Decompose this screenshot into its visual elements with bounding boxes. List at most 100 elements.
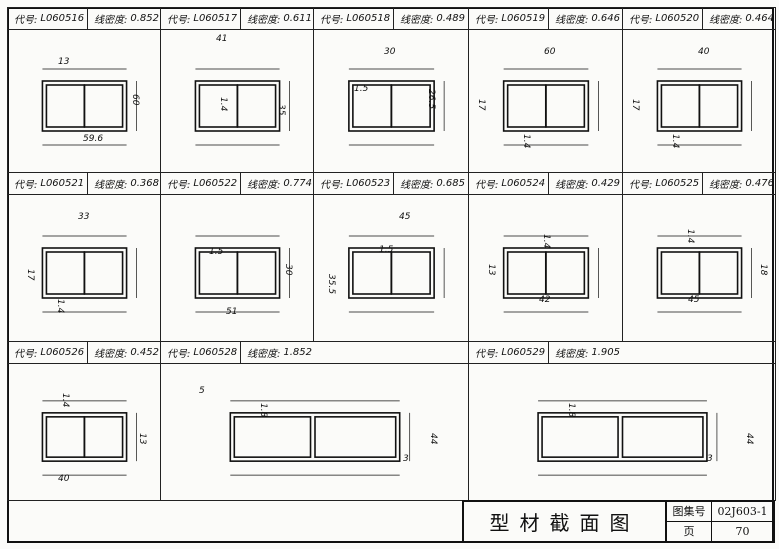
profile-section-drawing: 33 17 1.4: [25, 212, 137, 314]
linear-density: 线密度:1.852: [247, 347, 313, 360]
profile-section-drawing: 51.8443101.6: [199, 386, 438, 476]
dimension-label: 42: [539, 295, 551, 305]
dimension-label: 1.8: [258, 403, 268, 418]
dimension-label: 13: [58, 57, 70, 67]
linear-density: 线密度:1.905: [555, 347, 621, 360]
dimension-lines: [348, 68, 445, 146]
linear-density: 线密度:0.452: [94, 347, 160, 360]
linear-density: 线密度:0.368: [94, 178, 160, 191]
profile-code: 代号:L060520: [623, 8, 703, 29]
profile-header: 代号:L060524 线密度:0.429: [469, 173, 622, 195]
profile-header: 代号:L060521 线密度:0.368: [8, 173, 160, 195]
profile-outline: [41, 80, 128, 132]
profile-code: 代号:L060525: [623, 173, 703, 194]
profile-panel-L060529: 代号:L060529 线密度:1.905 1.8443101.6: [468, 341, 776, 501]
profile-section-drawing: 1.4 18 45: [656, 229, 768, 313]
dimension-lines: [503, 68, 599, 146]
dimension-label: 1.4: [218, 97, 228, 112]
dimension-label: 1.4: [541, 234, 551, 249]
profile-outline: [656, 247, 743, 299]
profile-header: 代号:L060528 线密度:1.852: [161, 342, 468, 364]
profile-code: 代号:L060521: [8, 173, 88, 194]
dimension-lines: [503, 235, 599, 313]
dimension-lines: [230, 400, 411, 476]
dimension-label: 60: [544, 47, 556, 57]
linear-density: 线密度:0.611: [247, 13, 313, 26]
linear-density: 线密度:0.685: [400, 178, 466, 191]
dimension-label: 1.4: [55, 299, 65, 314]
profile-code: 代号:L060524: [469, 173, 549, 194]
dimension-label: 1.5: [354, 84, 369, 94]
dimension-label: 5: [199, 386, 205, 396]
profile-code: 代号:L060518: [314, 8, 394, 29]
dimension-label: 1.4: [670, 134, 680, 149]
profile-outline: [502, 247, 590, 299]
dimension-label: 30: [283, 264, 293, 276]
profile-outline: [502, 80, 590, 132]
profile-header: 代号:L060523 线密度:0.685: [314, 173, 468, 195]
profile-section-drawing: 1.8443101.6: [537, 400, 754, 476]
profile-panel-L060521: 代号:L060521 线密度:0.368 33 17 1.4: [7, 172, 161, 342]
dimension-label: 1.4: [60, 393, 70, 408]
profile-header: 代号:L060516 线密度:0.852: [8, 8, 160, 30]
profile-code: 代号:L060522: [161, 173, 241, 194]
profile-header: 代号:L060519 线密度:0.646: [469, 8, 622, 30]
dimension-label: 17: [25, 269, 35, 281]
dimension-label: 45: [688, 295, 700, 305]
dimension-label: 26.5: [426, 89, 436, 109]
profile-panel-L060528: 代号:L060528 线密度:1.852 51.8443101.6: [160, 341, 469, 501]
profile-panel-L060522: 代号:L060522 线密度:0.774 1.5 30 51: [160, 172, 314, 342]
profile-header: 代号:L060526 线密度:0.452: [8, 342, 160, 364]
dimension-label: 33: [78, 212, 90, 222]
profile-panel-L060525: 代号:L060525 线密度:0.476 1.4 18 45: [622, 172, 776, 342]
linear-density: 线密度:0.476: [709, 178, 775, 191]
profile-outline: [348, 247, 435, 299]
profile-section-drawing: 30 1.5 26.5: [348, 47, 445, 146]
dimension-label: 17: [476, 99, 486, 111]
dimension-label: 1.4: [521, 134, 531, 149]
dimension-label: 60: [130, 94, 140, 106]
page-number: 70: [735, 524, 750, 538]
dimension-lines: [195, 68, 290, 146]
dimension-label: 40: [58, 474, 70, 484]
dimension-label: 18: [758, 264, 768, 276]
profile-outline: [41, 247, 128, 299]
dimension-label: 1.4: [685, 229, 695, 244]
dimension-label: 13: [486, 264, 496, 276]
dimension-label: 35.5: [326, 274, 336, 294]
profile-outline: [194, 247, 281, 299]
sheet-border: [7, 7, 774, 543]
dimension-label: 44: [744, 433, 754, 445]
dimension-lines: [42, 235, 137, 313]
dimension-lines: [42, 68, 137, 146]
profile-section-drawing: 1.4 13 42: [486, 234, 599, 313]
profile-panel-L060524: 代号:L060524 线密度:0.429 1.4 13 42: [468, 172, 623, 342]
profile-header: 代号:L060525 线密度:0.476: [623, 173, 775, 195]
profile-code: 代号:L060517: [161, 8, 241, 29]
dimension-label: 1.5: [209, 247, 224, 257]
dimension-label: 30: [384, 47, 396, 57]
dimension-label: 41: [216, 34, 227, 44]
linear-density: 线密度:0.852: [94, 13, 160, 26]
profile-header: 代号:L060520 线密度:0.464: [623, 8, 775, 30]
title-block: 型材截面图 图集号 02J603-1 页 70: [462, 500, 775, 543]
linear-density: 线密度:0.489: [400, 13, 466, 26]
profile-header: 代号:L060522 线密度:0.774: [161, 173, 313, 195]
profile-header: 代号:L060517 线密度:0.611: [161, 8, 313, 30]
dimension-label: 3: [403, 454, 409, 464]
profile-section-drawing: 60 17 1.4: [476, 47, 599, 149]
page-label: 页: [667, 521, 712, 541]
profile-outline: [41, 412, 128, 462]
atlas-label: 图集号: [667, 502, 712, 522]
dimension-label: 51: [226, 307, 237, 317]
dimension-lines: [42, 400, 137, 476]
